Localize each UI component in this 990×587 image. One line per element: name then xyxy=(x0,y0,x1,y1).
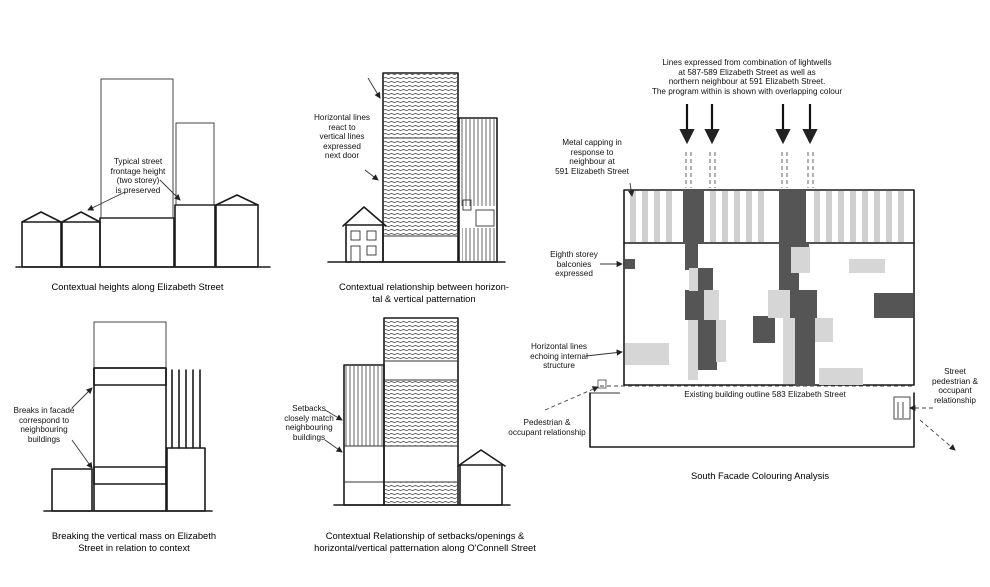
panel4-caption: Contextual Relationship of setbacks/open… xyxy=(314,530,536,553)
eighth-storey-label: Eighth storey balconies expressed xyxy=(550,250,598,279)
metal-capping-label: Metal capping in response to neighbour a… xyxy=(555,138,629,176)
existing-outline-label: Existing building outline 583 Elizabeth … xyxy=(684,390,846,399)
panel2-caption: Contextual relationship between horizon-… xyxy=(339,281,509,304)
pedestrian-label: Pedestrian & occupant relationship xyxy=(508,418,586,437)
panel4-drawing xyxy=(324,317,511,506)
street-label: Street pedestrian & occupant relationshi… xyxy=(932,367,978,405)
panel3-caption: Breaking the vertical mass on Elizabeth … xyxy=(51,530,217,553)
panel4-annotation: Setbacks closely match neighbouring buil… xyxy=(284,404,334,442)
panel1-drawing xyxy=(15,78,271,268)
panel1-annotation: Typical street frontage height (two stor… xyxy=(110,157,166,195)
panel3-annotation: Breaks in facade correspond to neighbour… xyxy=(13,406,75,444)
lightwell-note: Lines expressed from combination of ligh… xyxy=(651,58,843,96)
horizontal-lines-label: Horizontal lines echoing internal struct… xyxy=(530,342,588,371)
panel3-drawing xyxy=(43,321,213,512)
panel5-caption: South Facade Colouring Analysis xyxy=(690,470,830,481)
panel5-drawing xyxy=(544,104,956,451)
panel2-drawing xyxy=(327,72,506,263)
panel1-caption: Contextual heights along Elizabeth Stree… xyxy=(51,281,224,292)
panel2-annotation: Horizontal lines react to vertical lines… xyxy=(314,113,370,161)
